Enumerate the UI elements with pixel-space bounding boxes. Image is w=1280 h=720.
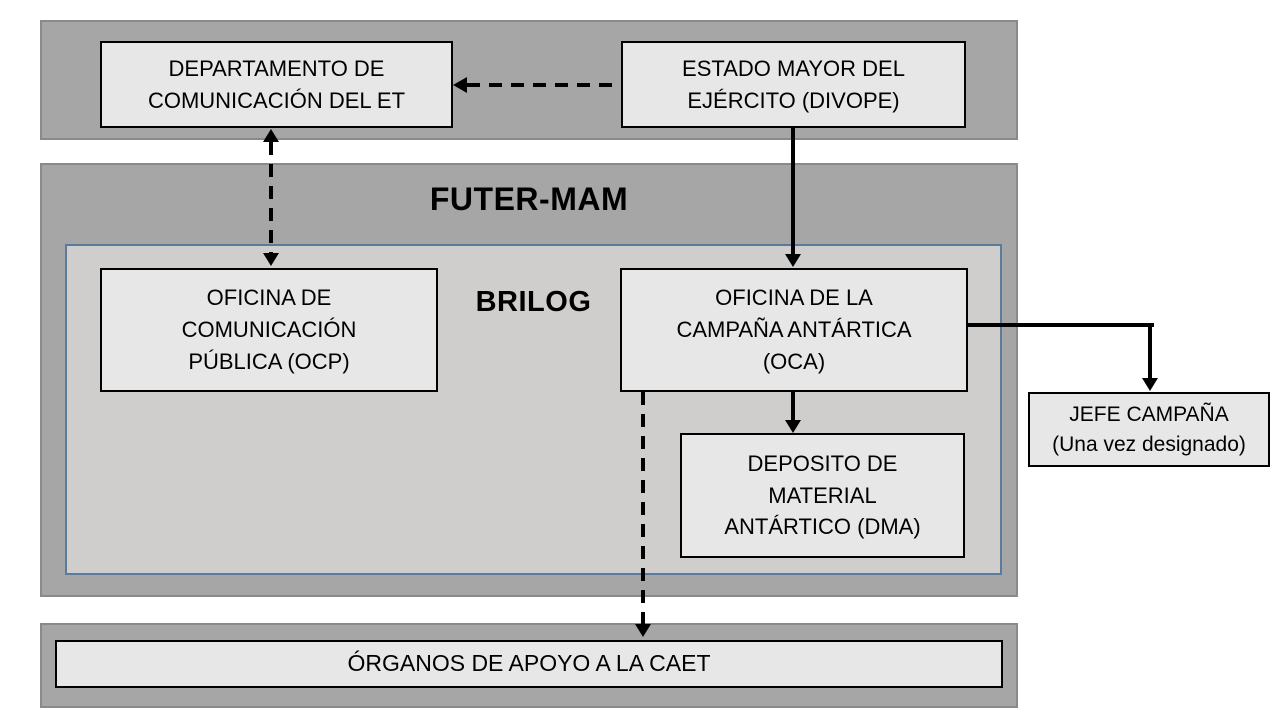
node-estado-mayor-divope: ESTADO MAYOR DEL EJÉRCITO (DIVOPE) bbox=[621, 41, 966, 128]
node-organos-apoyo-caet: ÓRGANOS DE APOYO A LA CAET bbox=[55, 640, 1003, 688]
arrowhead-down bbox=[263, 253, 279, 266]
arrowhead-down bbox=[785, 420, 801, 433]
arrow-line bbox=[269, 142, 273, 253]
arrow-line-horizontal bbox=[968, 323, 1154, 327]
node-departamento-comunicacion-et: DEPARTAMENTO DE COMUNICACIÓN DEL ET bbox=[100, 41, 453, 128]
arrowhead-down bbox=[1142, 378, 1158, 391]
futer-mam-title: FUTER-MAM bbox=[429, 181, 629, 217]
node-jefe-campana: JEFE CAMPAÑA (Una vez designado) bbox=[1028, 392, 1270, 467]
arrowhead-down bbox=[785, 254, 801, 267]
arrow-line bbox=[791, 128, 795, 254]
arrow-line bbox=[467, 83, 621, 87]
node-oficina-comunicacion-publica-ocp: OFICINA DE COMUNICACIÓN PÚBLICA (OCP) bbox=[100, 268, 438, 392]
brilog-title: BRILOG bbox=[475, 286, 592, 318]
node-oficina-campana-antartica-oca: OFICINA DE LA CAMPAÑA ANTÁRTICA (OCA) bbox=[620, 268, 968, 392]
arrow-line bbox=[791, 392, 795, 420]
arrow-line bbox=[641, 392, 645, 624]
arrowhead-up bbox=[263, 129, 279, 142]
arrowhead-left bbox=[453, 77, 467, 93]
arrow-line-vertical bbox=[1148, 323, 1152, 378]
arrowhead-down bbox=[635, 624, 651, 637]
node-deposito-material-antartico-dma: DEPOSITO DE MATERIAL ANTÁRTICO (DMA) bbox=[680, 433, 965, 558]
